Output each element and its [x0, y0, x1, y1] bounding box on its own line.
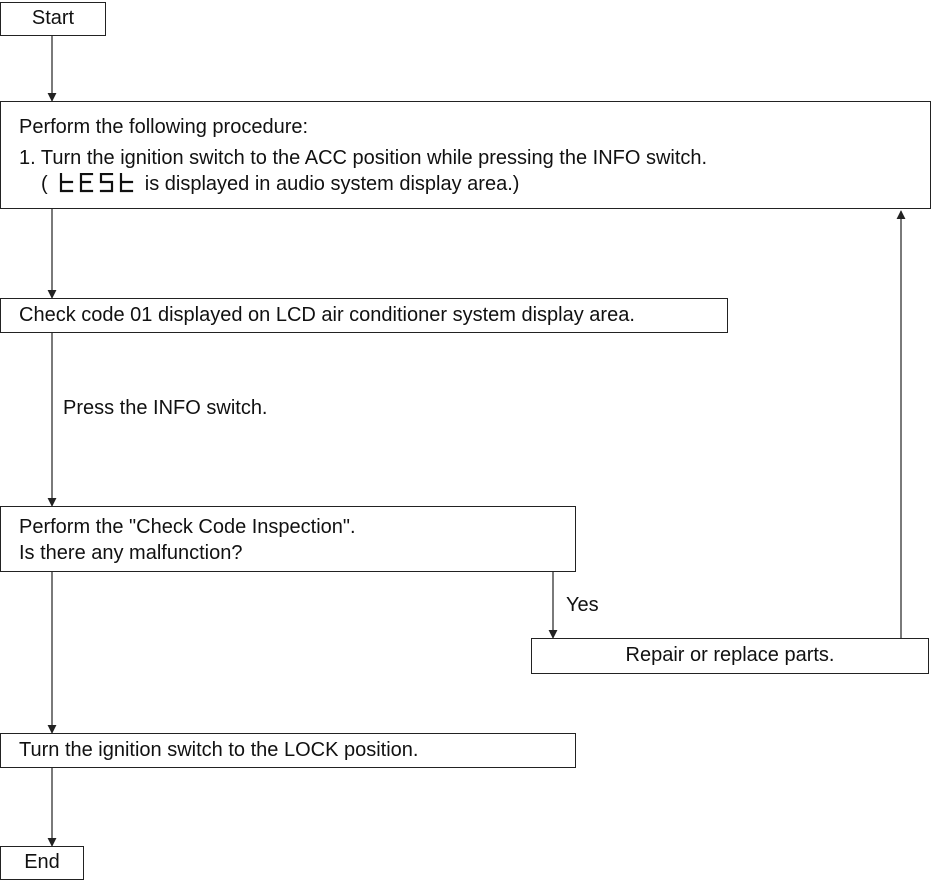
end-box: End: [0, 846, 84, 880]
procedure-step-text: Turn the ignition switch to the ACC posi…: [40, 147, 708, 169]
repair-box: Repair or replace parts.: [531, 638, 929, 674]
check-code-text: Check code 01 displayed on LCD air condi…: [19, 304, 635, 326]
lock-text: Turn the ignition switch to the LOCK pos…: [19, 739, 419, 761]
inspection-line2: Is there any malfunction?: [19, 542, 243, 564]
procedure-title: Perform the following procedure:: [19, 116, 309, 138]
start-box: Start: [0, 2, 106, 36]
procedure-step-number: 1.: [19, 147, 36, 169]
procedure-note: ( is displayed in audio system display a…: [19, 171, 912, 200]
test-display-glyph: [57, 172, 135, 200]
procedure-box: Perform the following procedure: 1. Turn…: [0, 101, 931, 209]
yes-label: Yes: [566, 594, 599, 616]
repair-text: Repair or replace parts.: [625, 644, 835, 666]
inspection-line1: Perform the "Check Code Inspection".: [19, 516, 356, 538]
inspection-box: Perform the "Check Code Inspection". Is …: [0, 506, 576, 572]
press-info-label: Press the INFO switch.: [63, 397, 268, 419]
procedure-note-open: (: [41, 173, 48, 195]
end-label: End: [24, 851, 60, 873]
procedure-note-text: is displayed in audio system display are…: [144, 173, 520, 195]
lock-box: Turn the ignition switch to the LOCK pos…: [0, 733, 576, 768]
procedure-step: 1. Turn the ignition switch to the ACC p…: [19, 145, 912, 171]
check-code-box: Check code 01 displayed on LCD air condi…: [0, 298, 728, 333]
start-label: Start: [31, 7, 75, 29]
